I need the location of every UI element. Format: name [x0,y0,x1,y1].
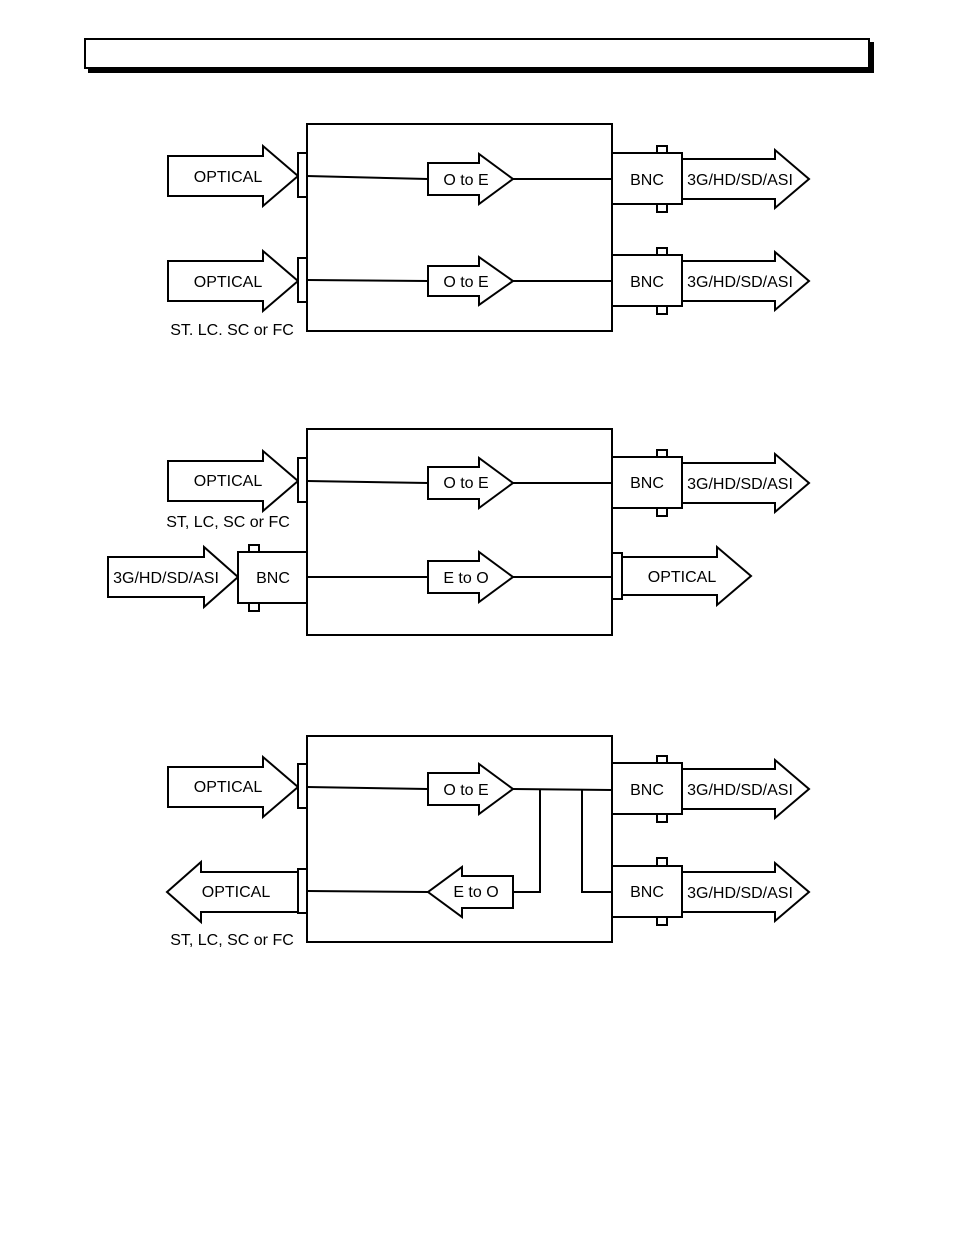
signal-output-arrow [681,249,811,313]
o-to-e-converter [427,152,515,206]
bnc-pin [656,916,668,926]
bnc-label: BNC [630,884,664,901]
e-to-o-converter [427,550,515,604]
o-to-e-converter [427,255,515,307]
bnc-connector [237,551,308,604]
bnc-pin [656,813,668,823]
bnc-connector [611,456,683,509]
o-to-e-label: O to E [443,782,488,799]
signal-output-arrow [681,147,811,211]
signal-line [306,786,429,790]
signal-line [306,480,429,484]
header-bar [84,38,870,69]
optical-label: OPTICAL [194,779,263,796]
o-to-e-label: O to E [443,274,488,291]
loopback-line [513,789,541,893]
connector-types-caption: ST. LC. SC or FC [170,322,294,339]
o-to-e-converter [427,456,515,510]
bnc-connector [611,254,683,307]
signal-output-arrow [681,451,811,515]
optical-label: OPTICAL [194,169,263,186]
o-to-e-converter [427,762,515,816]
optical-connector [611,552,623,600]
optical-connector [297,868,308,914]
signal-line [306,890,429,893]
bnc-label: BNC [630,274,664,291]
e-to-o-label: E to O [453,884,498,901]
optical-input-arrow [167,754,300,820]
bnc-connector [611,762,683,815]
optical-label: OPTICAL [648,569,717,586]
e-to-o-label: E to O [443,570,488,587]
optical-connector [297,257,308,303]
bnc-pin [656,305,668,315]
signal-line [512,788,613,791]
module-box-2 [306,428,613,636]
diagram-2: OPTICAL O to E BNC 3G/HD/SD/ASI ST, LC, … [107,428,811,636]
signal-line [306,279,429,282]
optical-label: OPTICAL [202,884,271,901]
optical-label: OPTICAL [194,473,263,490]
bnc-pin [656,857,668,867]
bnc-connector [611,865,683,918]
signal-label: 3G/HD/SD/ASI [113,570,219,587]
signal-label: 3G/HD/SD/ASI [687,885,793,902]
connector-types-caption: ST, LC, SC or FC [170,932,294,949]
connector-types-caption: ST, LC, SC or FC [166,514,290,531]
bnc-label: BNC [630,782,664,799]
bnc-label: BNC [630,172,664,189]
optical-label: OPTICAL [194,274,263,291]
o-to-e-label: O to E [443,475,488,492]
signal-input-arrow [107,544,240,610]
optical-connector [297,763,308,809]
optical-input-arrow [167,248,300,314]
module-box-1 [306,123,613,332]
bnc-pin [656,507,668,517]
optical-output-arrow [621,544,753,608]
signal-output-arrow [681,757,811,821]
diagram-3: OPTICAL O to E BNC 3G/HD/SD/ASI OPTICAL … [165,735,811,949]
optical-connector [297,457,308,503]
signal-label: 3G/HD/SD/ASI [687,172,793,189]
signal-line [306,175,429,180]
split-line [581,789,612,893]
e-to-o-converter [426,865,514,919]
optical-connector [297,152,308,198]
diagram-1: OPTICAL O to E BNC 3G/HD/SD/ASI OPTICAL … [167,123,811,339]
bnc-connector [611,152,683,205]
signal-label: 3G/HD/SD/ASI [687,274,793,291]
optical-input-arrow [167,448,300,514]
signal-label: 3G/HD/SD/ASI [687,476,793,493]
signal-label: 3G/HD/SD/ASI [687,782,793,799]
optical-input-arrow [167,143,300,209]
bnc-label: BNC [630,475,664,492]
signal-output-arrow [681,860,811,924]
bnc-pin [248,602,260,612]
bnc-label: BNC [256,570,290,587]
optical-output-arrow [165,859,299,925]
o-to-e-label: O to E [443,172,488,189]
bnc-pin [656,203,668,213]
